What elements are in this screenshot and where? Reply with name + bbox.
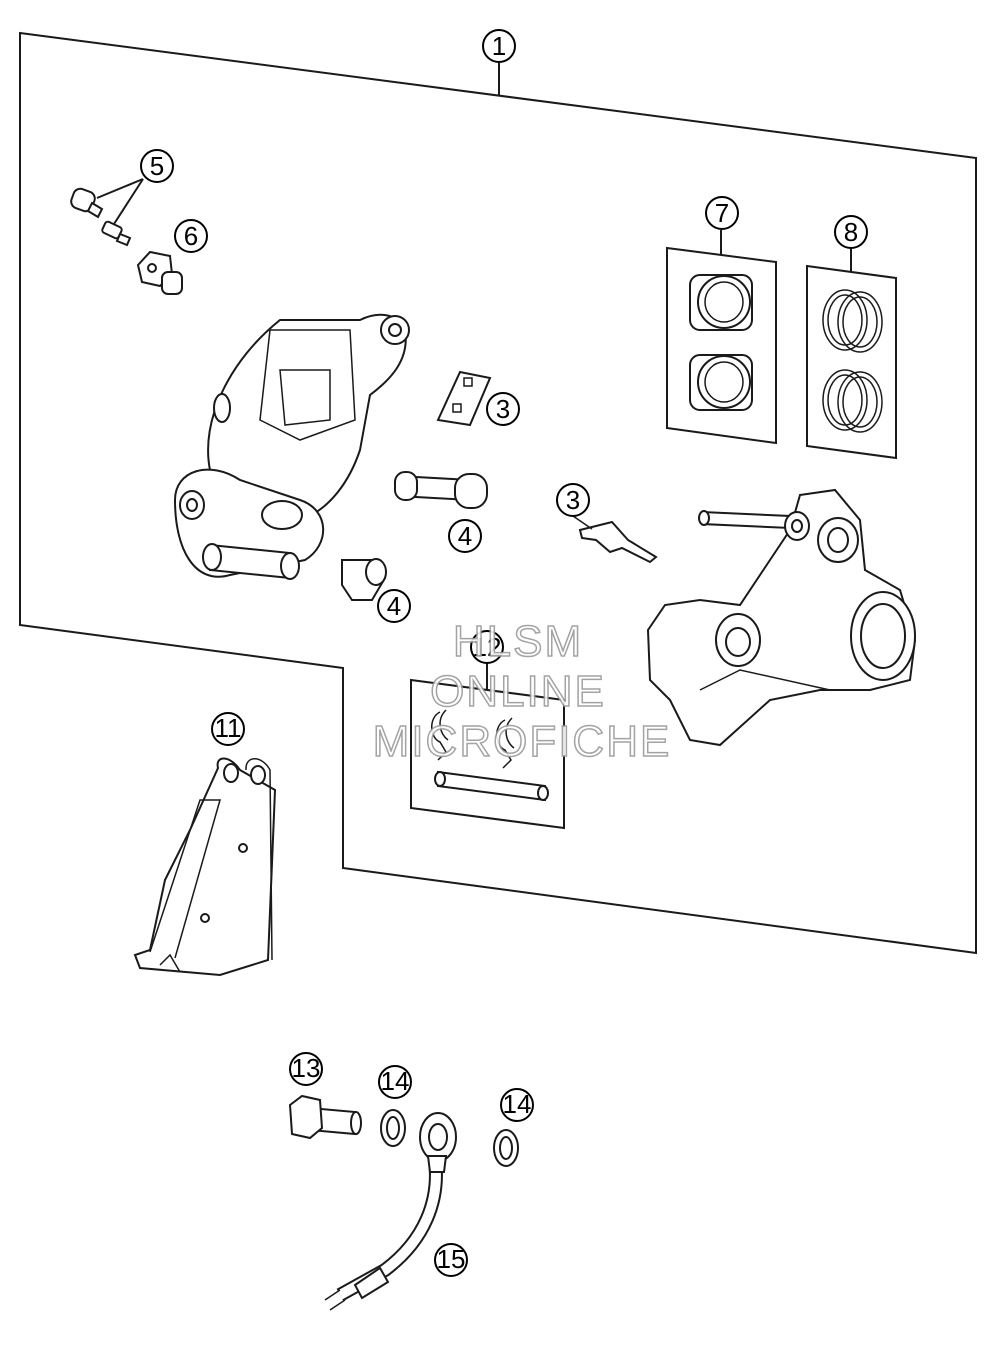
split-pin-left-part	[431, 709, 449, 761]
leader-line-5a	[96, 178, 144, 199]
svg-text:11: 11	[215, 713, 242, 743]
brake-line-part	[324, 1112, 457, 1311]
callout-8: 8	[834, 215, 868, 249]
washer-left-part	[380, 1109, 406, 1147]
callout-7: 7	[705, 196, 739, 230]
svg-text:15: 15	[437, 1244, 466, 1274]
split-pin-right-part	[496, 717, 515, 769]
banjo-bolt-part	[288, 1094, 362, 1140]
svg-text:7: 7	[715, 198, 729, 228]
pad-retainer-clip-part	[578, 520, 658, 564]
caliper-support-part	[646, 488, 917, 747]
svg-text:3: 3	[566, 485, 580, 515]
svg-text:6: 6	[184, 221, 198, 251]
seal-rings-lower-part	[822, 369, 883, 433]
callout-13: 13	[289, 1052, 323, 1086]
leader-line-3b	[572, 515, 593, 530]
watermark-line-2: ONLINE	[430, 667, 606, 716]
callout-6: 6	[174, 219, 208, 253]
callout-12: 12	[470, 630, 504, 664]
guide-sleeve-lower-part	[341, 558, 387, 601]
piston-upper-part	[689, 274, 753, 331]
guide-bolt-upper-part	[394, 471, 488, 509]
caliper-body-part	[173, 313, 410, 580]
callout-3-upper: 3	[486, 392, 520, 426]
seal-rings-upper-part	[822, 289, 883, 353]
svg-text:14: 14	[381, 1066, 410, 1096]
callout-5: 5	[140, 149, 174, 183]
callout-15: 15	[434, 1243, 468, 1277]
piston-lower-part	[689, 354, 753, 411]
svg-text:4: 4	[458, 521, 472, 551]
svg-text:5: 5	[150, 151, 164, 181]
washer-right-part	[493, 1129, 519, 1167]
watermark-line-1: HLSM	[453, 617, 583, 666]
callout-14-left: 14	[378, 1065, 412, 1099]
pad-spring-upper-part	[436, 370, 492, 427]
cap-part	[136, 250, 183, 295]
watermark: HLSM ONLINE MICROFICHE	[372, 616, 672, 767]
leader-line-5b	[113, 178, 144, 225]
svg-text:1: 1	[492, 31, 506, 61]
svg-text:14: 14	[503, 1089, 532, 1119]
svg-text:13: 13	[292, 1053, 321, 1083]
bleed-screw-part	[70, 187, 132, 247]
callout-3-lower: 3	[556, 483, 590, 517]
svg-text:4: 4	[387, 591, 401, 621]
pad-pin-part	[434, 770, 549, 802]
svg-text:3: 3	[496, 394, 510, 424]
svg-text:8: 8	[844, 217, 858, 247]
callout-4-lower: 4	[377, 589, 411, 623]
watermark-line-3: MICROFICHE	[373, 717, 672, 766]
brake-pads-part	[133, 757, 277, 977]
callout-11: 11	[211, 712, 245, 746]
callout-4-upper: 4	[448, 519, 482, 553]
callout-14-right: 14	[500, 1088, 534, 1122]
callout-1: 1	[482, 29, 516, 63]
svg-text:12: 12	[473, 632, 502, 662]
